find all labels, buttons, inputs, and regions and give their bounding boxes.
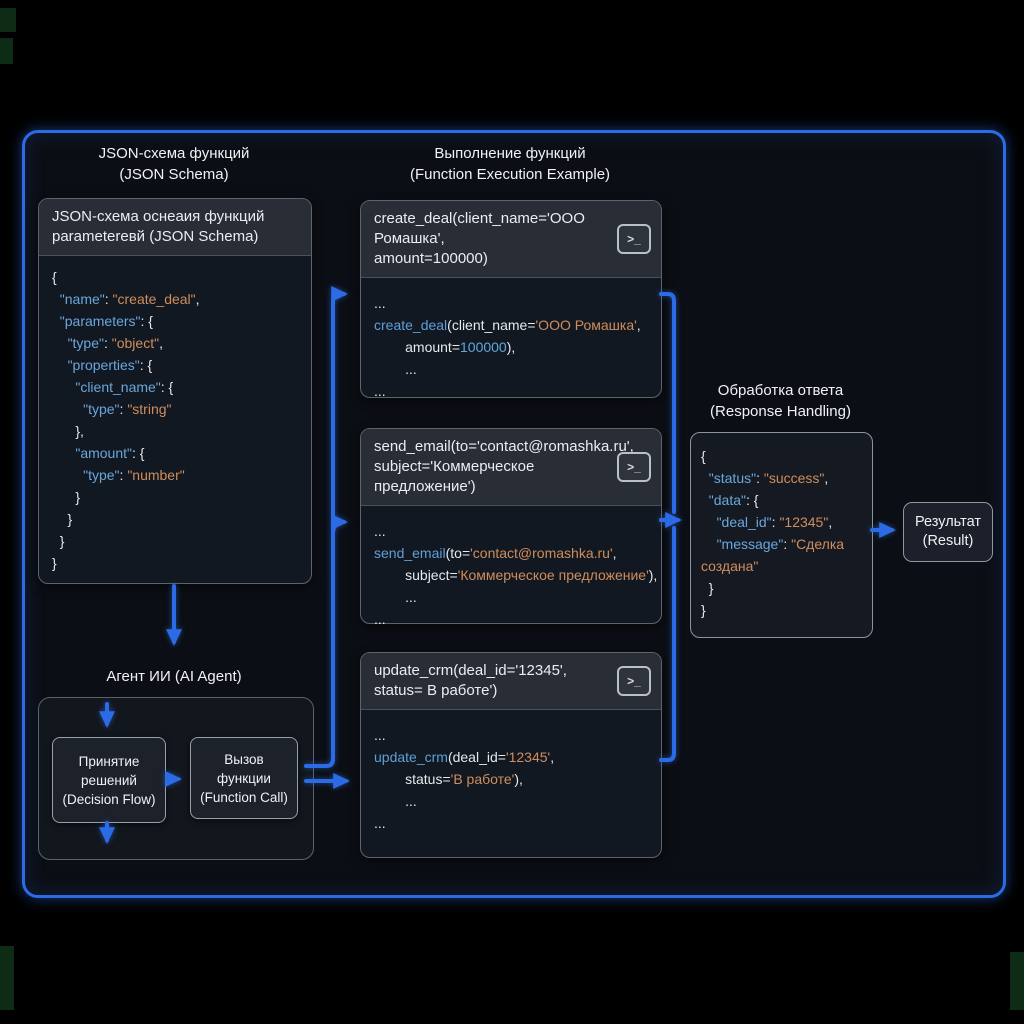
exec-panel-update-crm-code: ...update_crm(deal_id='12345', status='В…: [374, 727, 555, 831]
exec-panel-create-deal-header: create_deal(client_name='ООО Ромашка', a…: [361, 201, 661, 278]
terminal-icon[interactable]: >_: [617, 224, 651, 254]
decision-flow-box: Принятие решений (Decision Flow): [52, 737, 166, 823]
edge-artifact: [0, 946, 14, 1010]
response-code: { "status": "success", "data": { "deal_i…: [701, 448, 845, 618]
exec-panel-send-email: send_email(to='contact@romashka.ru', sub…: [360, 428, 662, 627]
function-call-box: Вызов функции (Function Call): [190, 737, 298, 819]
edge-artifact: [1010, 952, 1024, 1010]
edge-artifact: [0, 8, 16, 32]
response-section-heading: Обработка ответа (Response Handling): [710, 382, 851, 420]
exec-panel-create-deal: create_deal(client_name='ООО Ромашка', a…: [360, 200, 662, 399]
execution-section-heading: Выполнение функций (Function Execution E…: [409, 145, 611, 183]
terminal-icon[interactable]: >_: [617, 452, 651, 482]
edge-artifact: [0, 38, 13, 64]
agent-section-heading: Агент ИИ (AI Agent): [106, 668, 242, 685]
exec-panel-send-email-code: ...send_email(to='contact@romashka.ru', …: [374, 523, 658, 627]
json-schema-panel-header: JSON-схема оснеаия функций parametereвй …: [39, 199, 311, 256]
schema-section-heading: JSON-схема функций (JSON Schema): [98, 145, 250, 183]
exec-panel-update-crm: update_crm(deal_id='12345', status= В ра…: [360, 652, 662, 858]
exec-panel-create-deal-code: ...create_deal(client_name='ООО Ромашка'…: [374, 295, 641, 399]
response-panel: { "status": "success", "data": { "deal_i…: [690, 432, 873, 638]
json-schema-panel: JSON-схема оснеаия функций parametereвй …: [38, 198, 312, 584]
exec-panel-send-email-header: send_email(to='contact@romashka.ru', sub…: [361, 429, 661, 506]
result-box: Результат (Result): [903, 502, 993, 562]
exec-panel-update-crm-header: update_crm(deal_id='12345', status= В ра…: [361, 653, 661, 710]
terminal-icon[interactable]: >_: [617, 666, 651, 696]
json-schema-code: { "name": "create_deal", "parameters": {…: [52, 269, 200, 571]
